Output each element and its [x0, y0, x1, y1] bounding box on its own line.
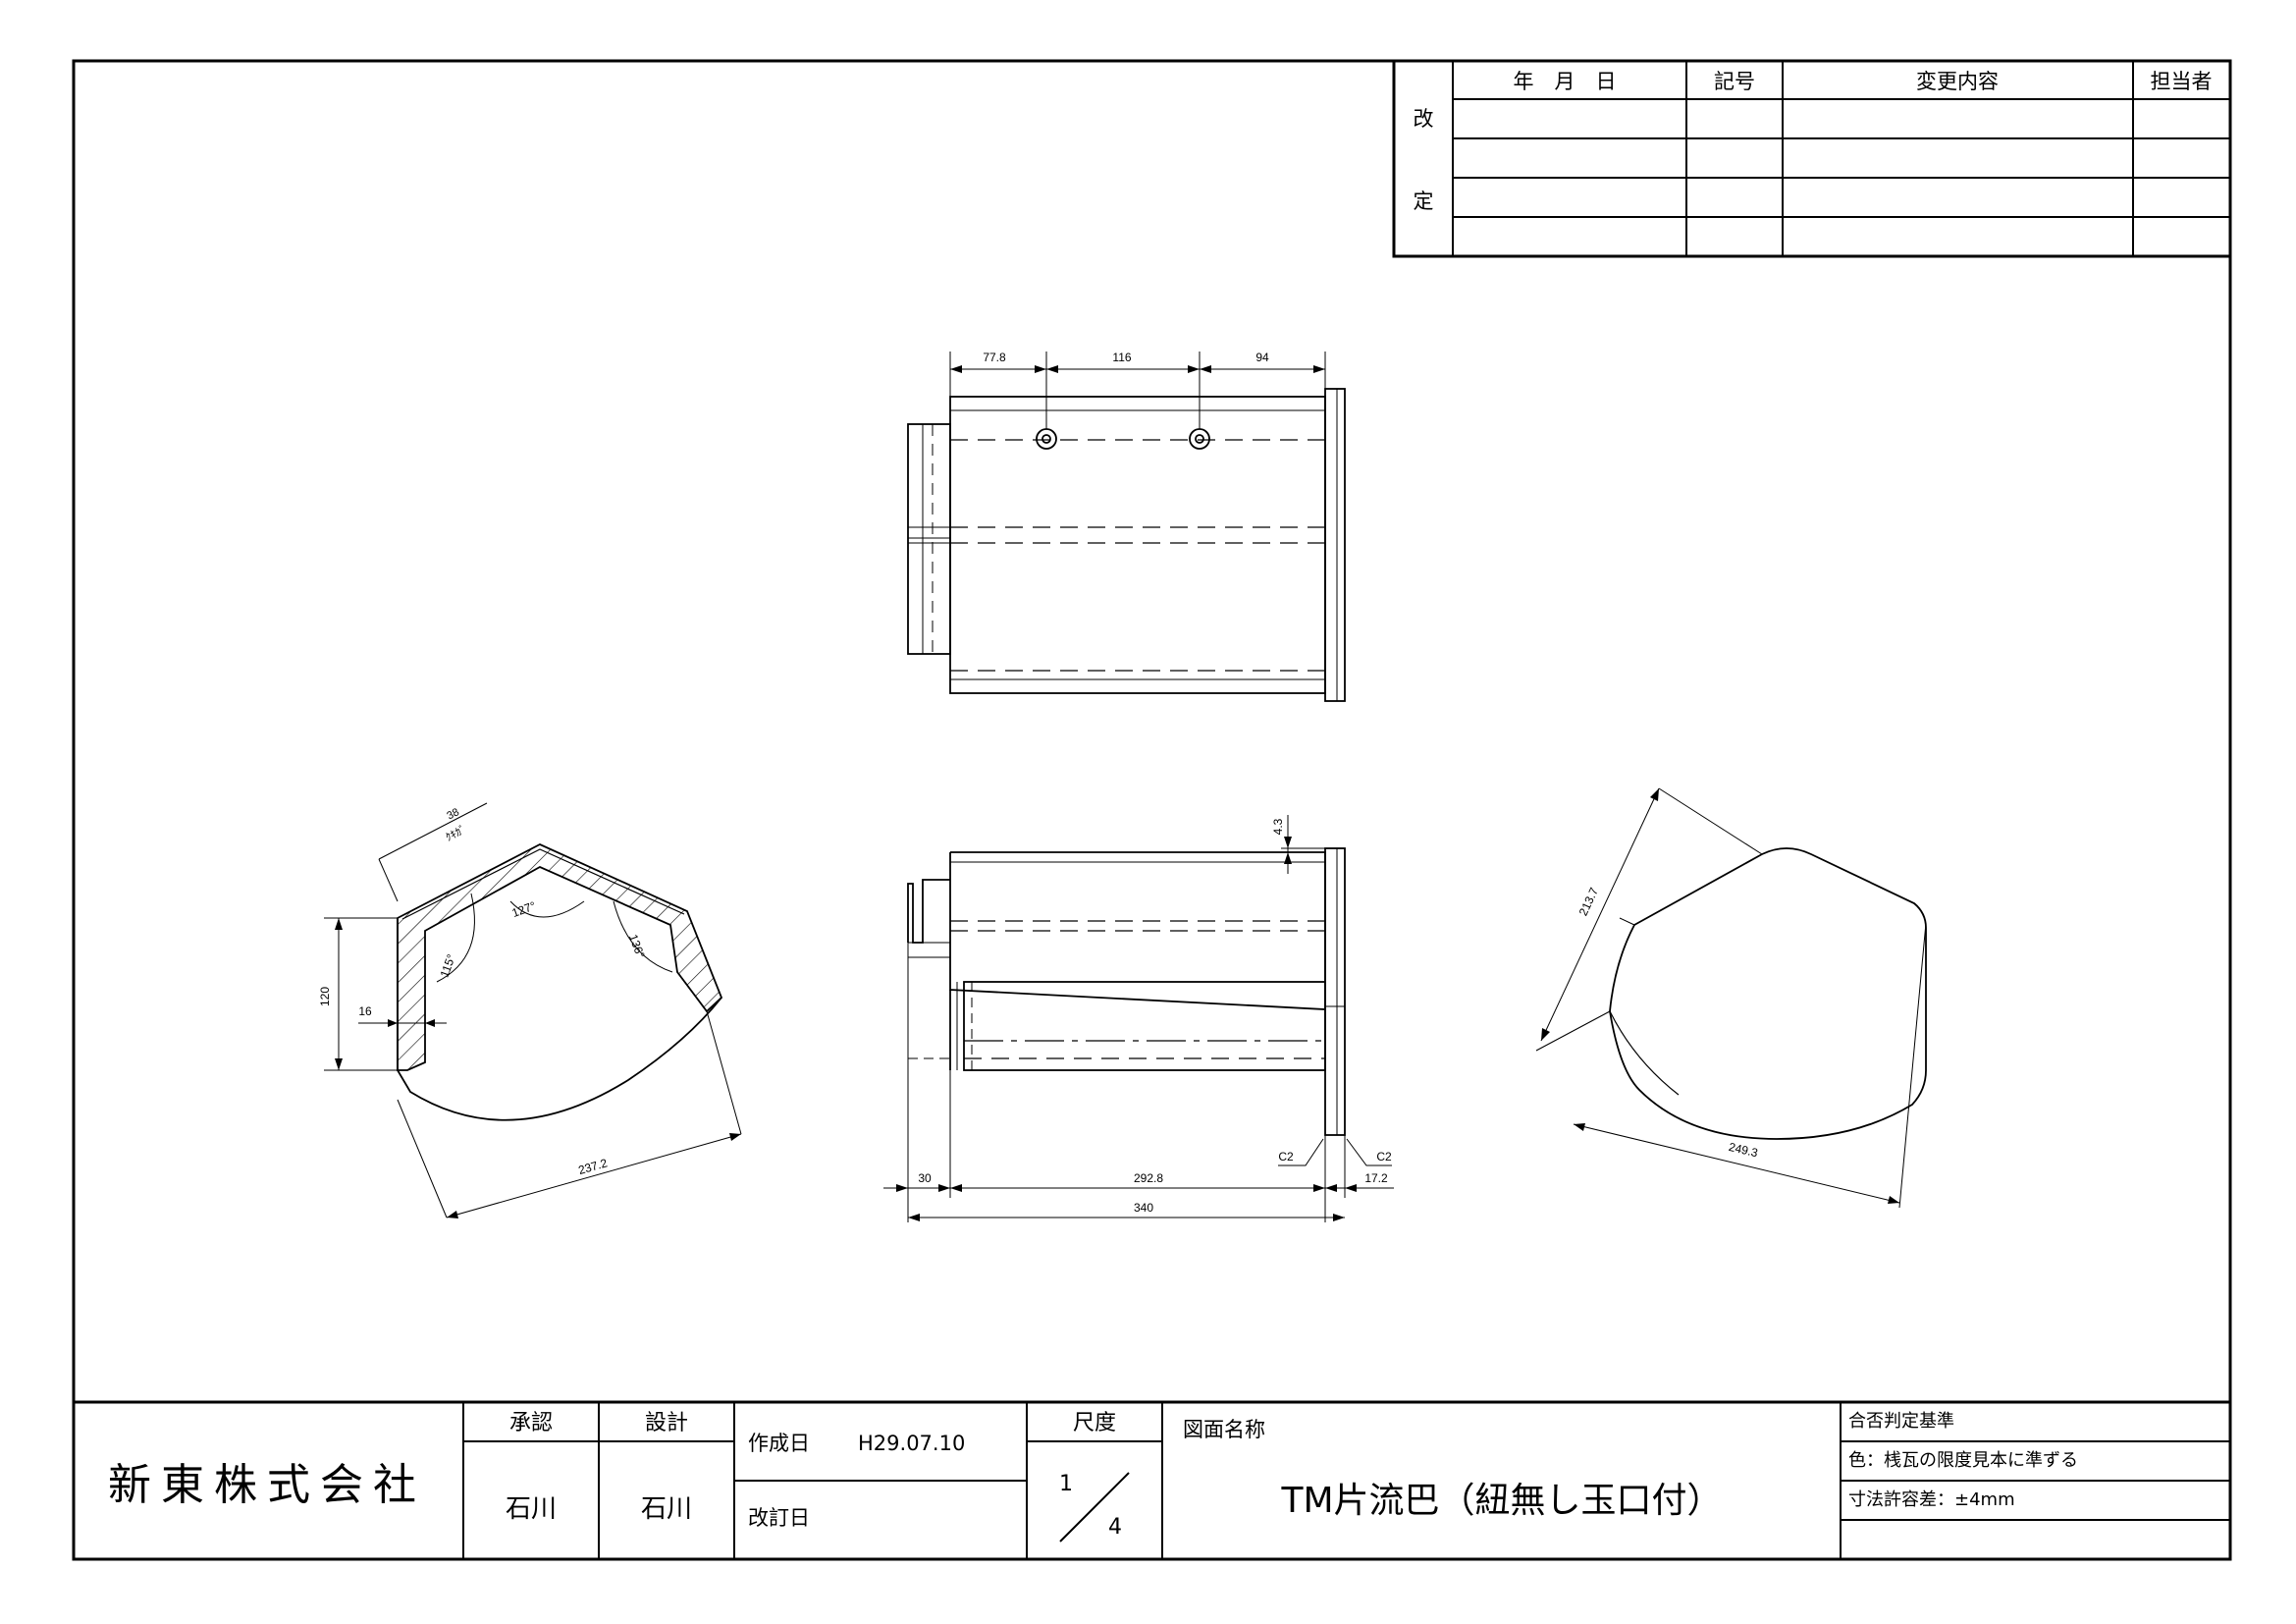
left-angle-127: 127° — [510, 898, 538, 920]
top-dim-94: 94 — [1255, 351, 1269, 364]
sheet-border — [72, 59, 2232, 1561]
front-dim-17-2: 17.2 — [1364, 1171, 1388, 1185]
title-block-frame — [74, 1400, 2230, 1559]
revision-header-content: 変更内容 — [1916, 70, 1999, 93]
front-dim-340: 340 — [1134, 1201, 1153, 1215]
company-name: 新東株式会社 — [108, 1460, 426, 1510]
left-dim-16: 16 — [358, 1004, 372, 1018]
front-view-arrows — [896, 837, 1357, 1221]
scale-label: 尺度 — [1073, 1411, 1116, 1435]
criteria-tolerance: 寸法許容差：±4mm — [1848, 1489, 2015, 1510]
top-dim-77-8: 77.8 — [983, 351, 1006, 364]
scale-numerator: 1 — [1059, 1472, 1073, 1496]
front-c2-left: C2 — [1278, 1150, 1294, 1164]
design-label: 設計 — [645, 1411, 688, 1435]
left-dim-38-note: ｸｷｶﾞ — [444, 823, 469, 844]
drawing-name: TM片流巴（紐無し玉口付） — [1280, 1481, 1722, 1521]
scale-denominator: 4 — [1108, 1515, 1122, 1540]
left-dim-237-2: 237.2 — [577, 1156, 610, 1177]
top-view-arrows — [950, 365, 1325, 373]
front-c2-right: C2 — [1376, 1150, 1392, 1164]
right-dim-249-3: 249.3 — [1728, 1140, 1760, 1160]
approval-name: 石川 — [506, 1494, 557, 1524]
revision-block — [1392, 59, 2232, 258]
front-dim-4-3: 4.3 — [1271, 818, 1285, 835]
front-dim-292-8: 292.8 — [1134, 1171, 1163, 1185]
top-dim-116: 116 — [1112, 351, 1131, 364]
front-dim-30: 30 — [918, 1171, 932, 1185]
left-section-view — [324, 802, 742, 1218]
top-view — [907, 352, 1346, 702]
left-section-arrows — [335, 918, 741, 1218]
revision-header-person: 担当者 — [2151, 70, 2213, 93]
right-end-arrows — [1541, 788, 1899, 1204]
criteria-title: 合否判定基準 — [1848, 1411, 1954, 1432]
right-end-view — [1535, 787, 1927, 1209]
left-angle-115: 115° — [438, 952, 458, 979]
design-name: 石川 — [641, 1494, 692, 1524]
revision-header-symbol: 記号 — [1714, 70, 1755, 93]
left-dim-38: 38 — [445, 806, 460, 822]
criteria-color: 色：桟瓦の限度見本に準ずる — [1848, 1450, 2078, 1471]
drawing-name-label: 図面名称 — [1183, 1418, 1265, 1441]
approval-label: 承認 — [509, 1411, 553, 1435]
left-dim-120: 120 — [318, 987, 332, 1006]
revision-label-tei: 定 — [1414, 189, 1434, 213]
revision-header-date: 年 月 日 — [1514, 70, 1617, 93]
revised-label: 改訂日 — [748, 1506, 810, 1530]
right-dim-213-7: 213.7 — [1576, 885, 1602, 917]
created-date: H29.07.10 — [858, 1432, 965, 1455]
revision-label-kai: 改 — [1414, 107, 1434, 131]
created-label: 作成日 — [748, 1432, 810, 1455]
left-angle-136: 136° — [626, 933, 648, 960]
front-view — [883, 815, 1394, 1222]
